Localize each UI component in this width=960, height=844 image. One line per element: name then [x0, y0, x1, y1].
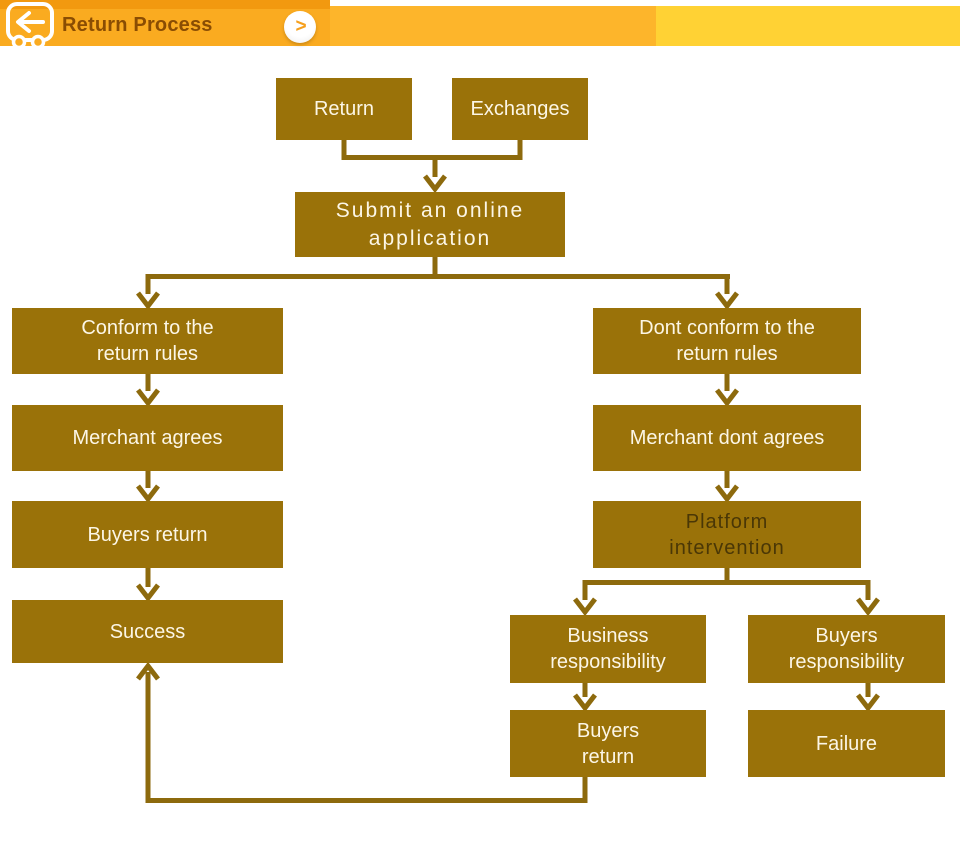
arrowhead-down-icon [136, 583, 160, 603]
connector-line [145, 471, 151, 488]
node-label: Success [109, 620, 186, 643]
node-label: Buyers return [576, 719, 640, 768]
node-conform-rules: Conform to the return rules [12, 308, 283, 374]
header-bar-right [656, 6, 960, 46]
node-buyers-return-bottom: Buyers return [510, 710, 706, 777]
connector-line [582, 580, 871, 585]
connector-line [145, 672, 151, 803]
node-label: Platform intervention [669, 510, 785, 559]
node-merchant-agrees: Merchant agrees [12, 405, 283, 471]
arrowhead-down-icon [715, 484, 739, 504]
arrowhead-down-icon [573, 597, 597, 617]
node-failure: Failure [748, 710, 945, 777]
connector-line [865, 683, 871, 697]
header-bar-middle [330, 6, 656, 46]
node-return: Return [276, 78, 412, 140]
arrowhead-down-icon [715, 388, 739, 408]
node-label: Business responsibility [550, 625, 666, 673]
connector-line [432, 155, 438, 177]
node-label: Conform to the return rules [81, 317, 214, 365]
arrowhead-down-icon [715, 291, 739, 311]
connector-line [432, 257, 438, 279]
node-business-responsibility: Business responsibility [510, 615, 706, 683]
arrowhead-up-icon [136, 661, 160, 681]
header-bar-left [0, 0, 330, 46]
arrowhead-down-icon [136, 484, 160, 504]
arrowhead-down-icon [136, 291, 160, 311]
page-title: Return Process [62, 14, 213, 36]
node-exchanges: Exchanges [452, 78, 588, 140]
arrowhead-down-icon [856, 597, 880, 617]
node-label: Failure [815, 732, 878, 755]
node-label: Buyers return [87, 523, 208, 546]
node-label: Return [313, 98, 375, 120]
connector-line [582, 683, 588, 697]
connector-line [724, 274, 730, 294]
chevron-right-icon: > [295, 16, 307, 37]
node-submit-application: Submit an online application [295, 192, 565, 257]
node-label: Dont conform to the return rules [639, 317, 815, 365]
connector-line [145, 274, 730, 279]
node-dont-conform-rules: Dont conform to the return rules [593, 308, 861, 374]
node-label: Merchant dont agrees [629, 427, 825, 449]
connector-line [724, 374, 730, 391]
connector-line [865, 580, 871, 600]
connector-line [145, 374, 151, 391]
connector-line [724, 471, 730, 488]
arrowhead-down-icon [856, 693, 880, 713]
connector-line [582, 580, 588, 600]
arrowhead-down-icon [423, 174, 447, 194]
node-merchant-dont-agrees: Merchant dont agrees [593, 405, 861, 471]
arrowhead-down-icon [573, 693, 597, 713]
node-label: Exchanges [470, 98, 570, 120]
connector-line [145, 798, 588, 803]
node-platform-intervention: Platform intervention [593, 501, 861, 568]
return-truck-icon [6, 2, 54, 50]
header-next-button[interactable]: > [284, 11, 316, 43]
connector-line [145, 274, 151, 294]
connector-line [517, 140, 523, 158]
connector-line [724, 567, 730, 585]
connector-line [582, 777, 588, 803]
node-buyers-responsibility: Buyers responsibility [748, 615, 945, 683]
node-label: Submit an online application [335, 199, 525, 250]
arrowhead-down-icon [136, 388, 160, 408]
node-buyers-return-left: Buyers return [12, 501, 283, 568]
connector-line [341, 140, 347, 158]
node-success: Success [12, 600, 283, 663]
connector-line [341, 155, 523, 160]
node-label: Buyers responsibility [788, 625, 905, 673]
connector-line [145, 567, 151, 587]
node-label: Merchant agrees [72, 427, 223, 449]
